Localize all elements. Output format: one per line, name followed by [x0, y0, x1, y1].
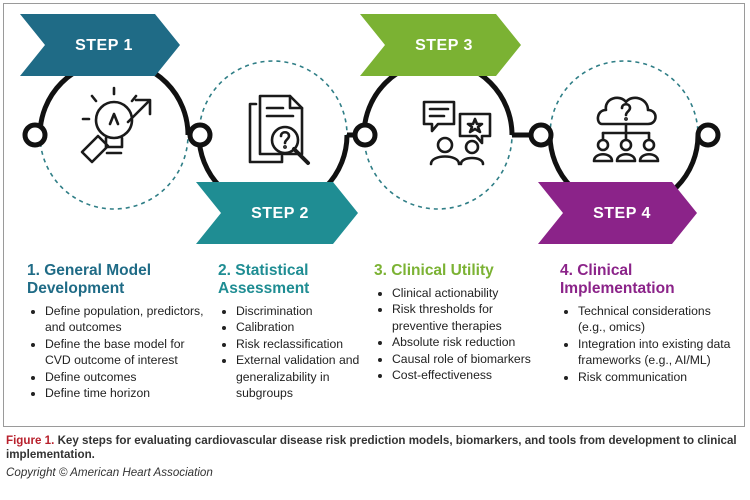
- column-title: 4. Clinical Implementation: [560, 262, 675, 297]
- list-item: Clinical actionability: [392, 285, 546, 301]
- step1-chevron: [20, 14, 180, 76]
- column-title: 3. Clinical Utility: [374, 262, 494, 279]
- bullet-list: Clinical actionability Risk thresholds f…: [374, 285, 546, 383]
- list-item: Define outcomes: [45, 369, 207, 385]
- step4-chevron: [538, 182, 697, 244]
- step2-label: STEP 2: [251, 205, 309, 222]
- list-item: Define time horizon: [45, 385, 207, 401]
- figure-caption: Figure 1. Key steps for evaluating cardi…: [6, 434, 746, 462]
- column-clinical-implementation: 4. Clinical Implementation Technical con…: [560, 262, 738, 385]
- path-nodes: [22, 122, 721, 148]
- list-item: Calibration: [236, 319, 366, 335]
- column-general-model-development: 1. General Model Development Define popu…: [27, 262, 207, 401]
- list-item: Integration into existing data framework…: [578, 336, 738, 369]
- caption-text: Key steps for evaluating cardiovascular …: [6, 434, 737, 461]
- figure-frame: [3, 3, 745, 427]
- lightbulb-growth-icon: [80, 86, 152, 164]
- step4-label: STEP 4: [593, 205, 651, 222]
- list-item: Discrimination: [236, 303, 366, 319]
- list-item: External validation and generalizability…: [236, 352, 366, 401]
- figure-label: Figure 1.: [6, 434, 55, 447]
- dashed-arc-3: [363, 134, 513, 210]
- steps-diagram: STEP 1 STEP 2 STEP 3 STEP 4: [20, 14, 721, 244]
- step1-label: STEP 1: [75, 37, 133, 54]
- list-item: Absolute risk reduction: [392, 334, 546, 350]
- step3-label: STEP 3: [415, 37, 473, 54]
- column-title: 2. Statistical Assessment: [218, 262, 310, 297]
- list-item: Define population, predictors, and outco…: [45, 303, 207, 336]
- step3-chevron: [360, 14, 521, 76]
- cloud-network-icon: [592, 96, 660, 163]
- list-item: Risk thresholds for preventive therapies: [392, 301, 546, 334]
- list-item: Cost-effectiveness: [392, 367, 546, 383]
- list-item: Technical considerations (e.g., omics): [578, 303, 738, 336]
- list-item: Define the base model for CVD outcome of…: [45, 336, 207, 369]
- column-title: 1. General Model Development: [27, 262, 152, 297]
- people-discussion-icon: [422, 100, 492, 166]
- bullet-list: Technical considerations (e.g., omics) I…: [560, 303, 738, 385]
- copyright-notice: Copyright © American Heart Association: [6, 466, 213, 479]
- column-clinical-utility: 3. Clinical Utility Clinical actionabili…: [374, 262, 546, 383]
- bullet-list: Define population, predictors, and outco…: [27, 303, 207, 401]
- document-magnifier-icon: [248, 94, 310, 165]
- list-item: Risk communication: [578, 369, 738, 385]
- dashed-arc-1: [39, 134, 189, 210]
- step2-chevron: [196, 182, 358, 244]
- bullet-list: Discrimination Calibration Risk reclassi…: [218, 303, 366, 401]
- list-item: Risk reclassification: [236, 336, 366, 352]
- list-item: Causal role of biomarkers: [392, 351, 546, 367]
- column-statistical-assessment: 2. Statistical Assessment Discrimination…: [218, 262, 366, 401]
